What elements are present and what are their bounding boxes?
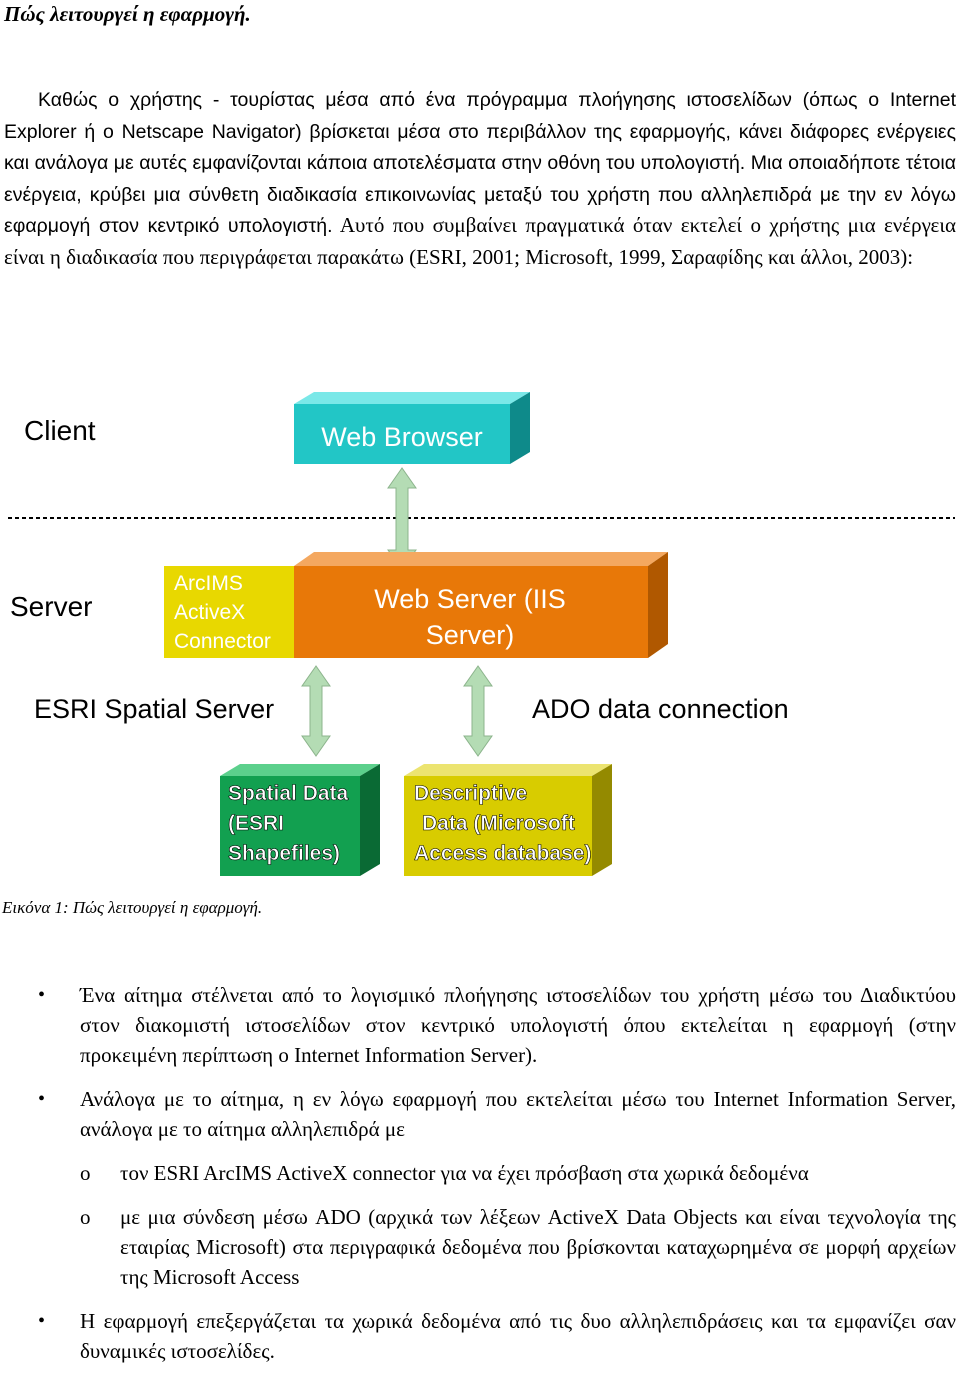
- descriptive-line-2: Data (Microsoft: [422, 812, 575, 835]
- web-browser-box: Web Browser: [294, 392, 530, 464]
- spatial-data-line-1: Spatial Data: [228, 782, 349, 805]
- sub-bullet-icon: o: [80, 1161, 91, 1185]
- sub-bullet-text-1: τον ESRI ArcIMS ActiveX connector για να…: [120, 1161, 809, 1185]
- web-server-box: Web Server (IIS Server): [294, 552, 668, 658]
- arcims-connector-box: ArcIMS ActiveX Connector: [164, 566, 294, 658]
- intro-paragraph: Καθώς ο χρήστης - τουρίστας μέσα από ένα…: [4, 84, 956, 273]
- list-item: • Ένα αίτημα στέλνεται από το λογισμικό …: [0, 980, 960, 1070]
- descriptive-line-1: Descriptive: [414, 782, 527, 805]
- web-browser-label: Web Browser: [321, 422, 483, 452]
- bullet-text-3: Η εφαρμογή επεξεργάζεται τα χωρικά δεδομ…: [80, 1309, 956, 1363]
- figure-caption: Εικόνα 1: Πώς λειτουργεί η εφαρμογή.: [2, 898, 263, 917]
- descriptive-line-3: Access database): [414, 842, 591, 865]
- connector-line-3: Connector: [174, 630, 271, 653]
- sub-bullet-icon: o: [80, 1205, 91, 1229]
- intro-part-1: Καθώς ο χρήστης - τουρίστας μέσα από ένα…: [4, 89, 956, 238]
- bullet-text-2: Ανάλογα με το αίτημα, η εν λόγω εφαρμογή…: [80, 1087, 956, 1141]
- server-descriptive-arrow: [463, 665, 493, 757]
- web-server-line-2: Server): [426, 620, 515, 650]
- page-title: Πώς λειτουργεί η εφαρμογή.: [4, 2, 251, 26]
- ado-connection-label: ADO data connection: [532, 694, 789, 724]
- list-item: • Ανάλογα με το αίτημα, η εν λόγω εφαρμο…: [0, 1084, 960, 1292]
- list-item: • Η εφαρμογή επεξεργάζεται τα χωρικά δεδ…: [0, 1306, 960, 1366]
- spatial-server-label: ESRI Spatial Server: [34, 694, 274, 724]
- server-label: Server: [10, 591, 92, 622]
- process-list: • Ένα αίτημα στέλνεται από το λογισμικό …: [0, 980, 960, 1380]
- sub-list-item: o τον ESRI ArcIMS ActiveX connector για …: [80, 1158, 956, 1188]
- spatial-data-line-3: Shapefiles): [228, 842, 340, 865]
- bullet-icon: •: [38, 1088, 46, 1110]
- bullet-icon: •: [38, 1310, 46, 1332]
- bullet-text-1: Ένα αίτημα στέλνεται από το λογισμικό πλ…: [80, 983, 956, 1067]
- web-server-line-1: Web Server (IIS: [374, 584, 566, 614]
- bullet-icon: •: [38, 984, 46, 1006]
- spatial-data-box: Spatial Data (ESRI Shapefiles): [220, 764, 380, 876]
- connector-spatial-arrow: [301, 665, 331, 757]
- connector-line-1: ArcIMS: [174, 572, 243, 595]
- sub-bullet-text-2: με μια σύνδεση μέσω ADO (αρχικά των λέξε…: [120, 1205, 956, 1289]
- intro-part-2: Αυτό που συμβαίνει πραγματικά όταν εκτελ…: [4, 213, 956, 269]
- spatial-data-line-2: (ESRI: [228, 812, 284, 835]
- descriptive-data-box: Descriptive Data (Microsoft Access datab…: [404, 764, 612, 876]
- architecture-diagram: Client Server Web Browser ArcIMS ActiveX…: [8, 392, 955, 876]
- client-label: Client: [24, 415, 96, 446]
- sub-list: o τον ESRI ArcIMS ActiveX connector για …: [80, 1158, 956, 1292]
- connector-line-2: ActiveX: [174, 601, 245, 624]
- sub-list-item: o με μια σύνδεση μέσω ADO (αρχικά των λέ…: [80, 1202, 956, 1292]
